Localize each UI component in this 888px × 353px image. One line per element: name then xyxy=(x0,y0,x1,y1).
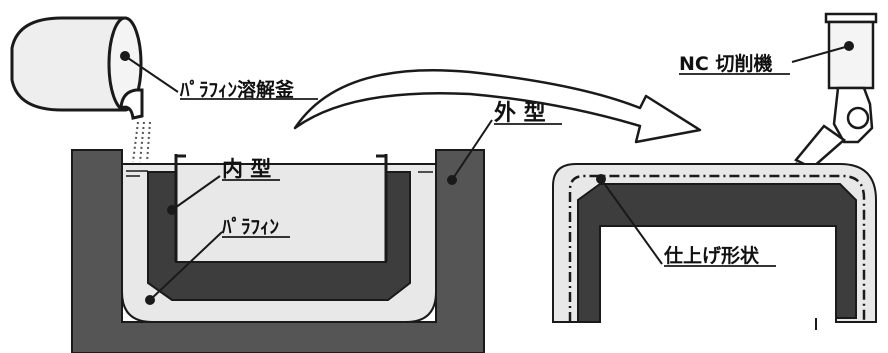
leader-finished-shape xyxy=(600,178,663,265)
leader-outer-mold xyxy=(451,119,493,181)
outer-mold-label: 外 型 xyxy=(494,100,546,126)
nc-machine-label: NC 切削機 xyxy=(679,52,772,75)
leader-nc-machine xyxy=(791,45,850,63)
paraffin-label: ﾊﾟﾗﾌｨﾝ xyxy=(221,215,279,238)
nc-machine xyxy=(790,12,878,178)
finished-shape-label: 仕上げ形状 xyxy=(663,244,760,267)
pouring-stream xyxy=(132,121,151,163)
finished-shape-outline xyxy=(568,174,866,322)
leader-inner-mold xyxy=(171,175,221,211)
melting-pot xyxy=(10,16,151,163)
melting-pot-label: ﾊﾟﾗﾌｨﾝ溶解釜 xyxy=(179,78,295,101)
leader-paraffin xyxy=(149,231,223,301)
leader-melting-pot xyxy=(124,55,179,93)
process-arrow xyxy=(293,68,702,144)
inner-mold-label: 内 型 xyxy=(222,157,271,181)
